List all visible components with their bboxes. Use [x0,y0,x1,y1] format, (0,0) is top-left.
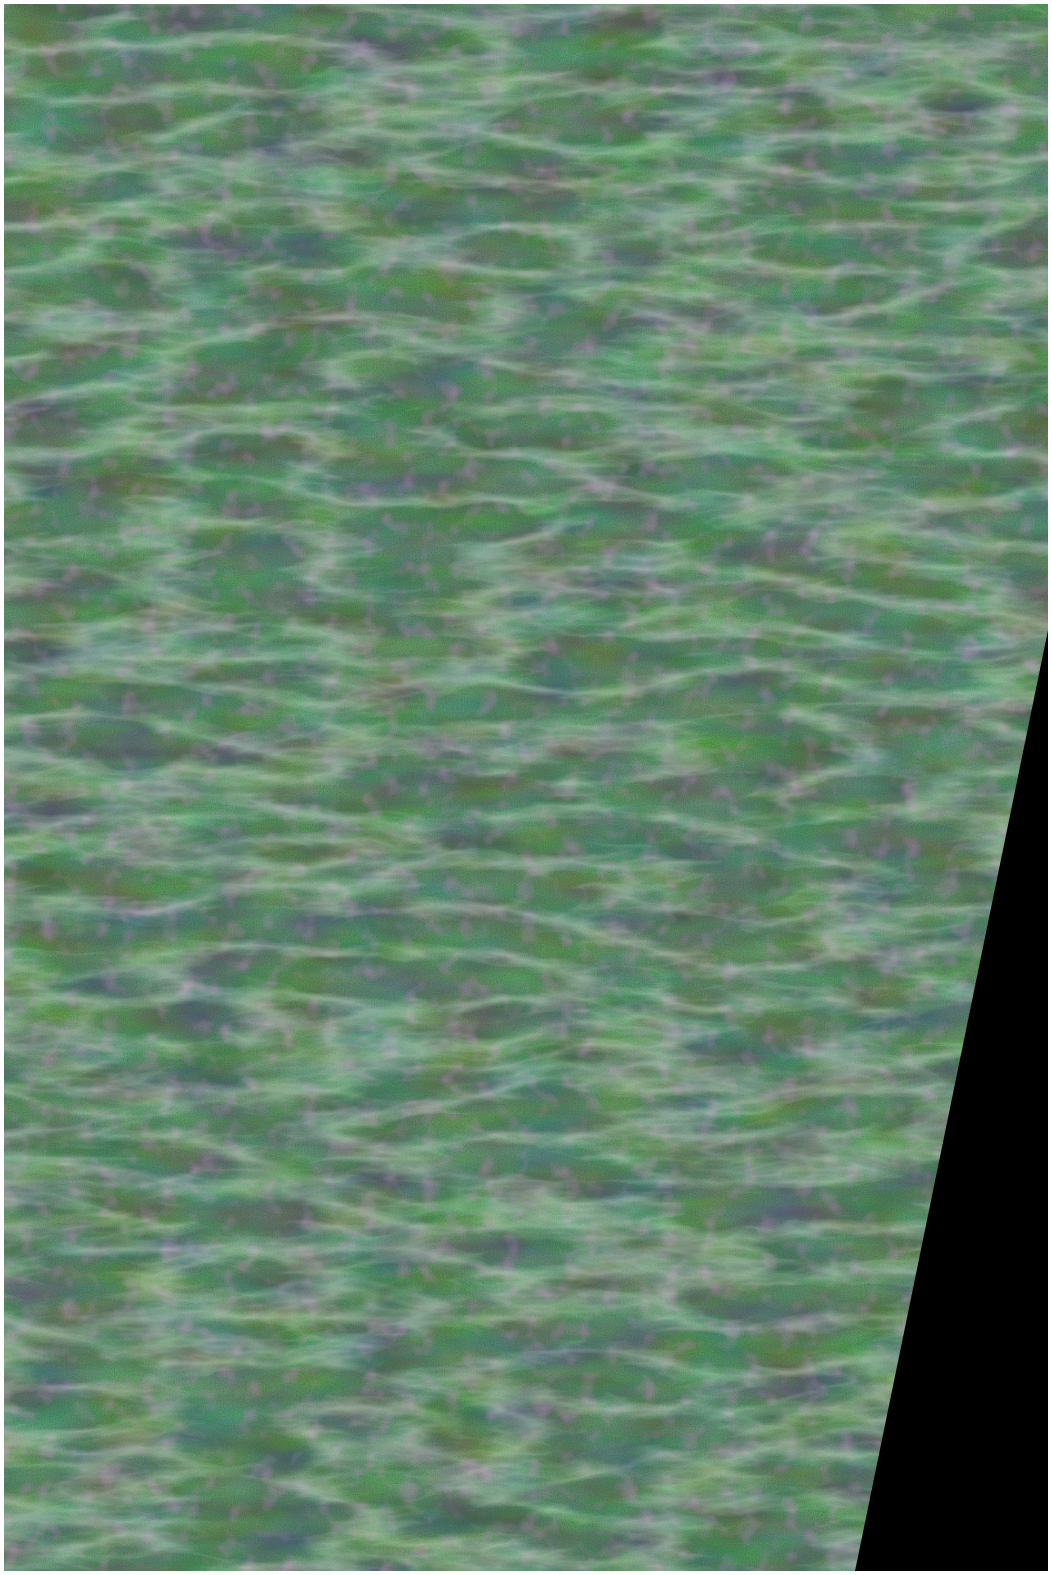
radar-swath [4,4,1048,1571]
